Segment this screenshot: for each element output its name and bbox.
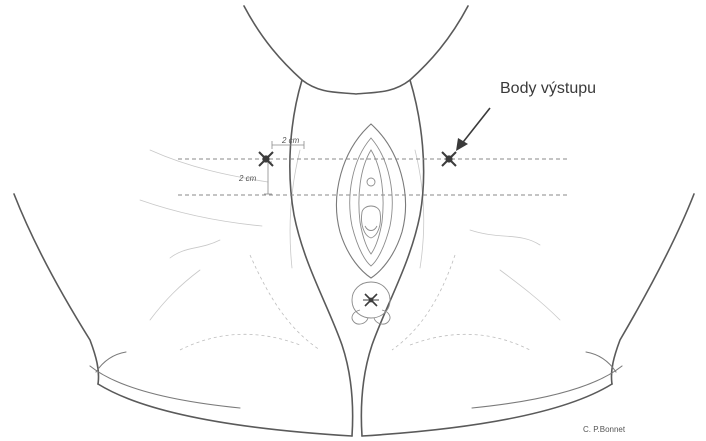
dimension-lower-label: 2 cm <box>238 174 257 183</box>
illustrator-credit: C. P.Bonnet <box>583 425 626 434</box>
right-buttock-fold-inner <box>472 366 622 408</box>
left-inner-thigh-line <box>290 80 353 436</box>
left-hip-crease <box>96 352 126 372</box>
callout-arrow <box>456 108 490 151</box>
anus <box>352 282 390 324</box>
anus-marker <box>363 294 379 306</box>
mons-outline <box>244 6 468 94</box>
background-sketch-lines <box>140 150 560 350</box>
dimension-upper-label: 2 cm <box>281 136 300 145</box>
right-inner-thigh-line <box>361 80 423 436</box>
dimension-lower <box>264 162 272 194</box>
left-buttock-fold <box>98 384 352 436</box>
vulva <box>337 124 406 278</box>
left-buttock-fold-inner <box>90 366 240 408</box>
left-outer-leg-line <box>14 194 99 384</box>
right-buttock-fold <box>362 384 612 436</box>
callout-label: Body výstupu <box>500 80 596 97</box>
right-outer-leg-line <box>611 194 694 384</box>
